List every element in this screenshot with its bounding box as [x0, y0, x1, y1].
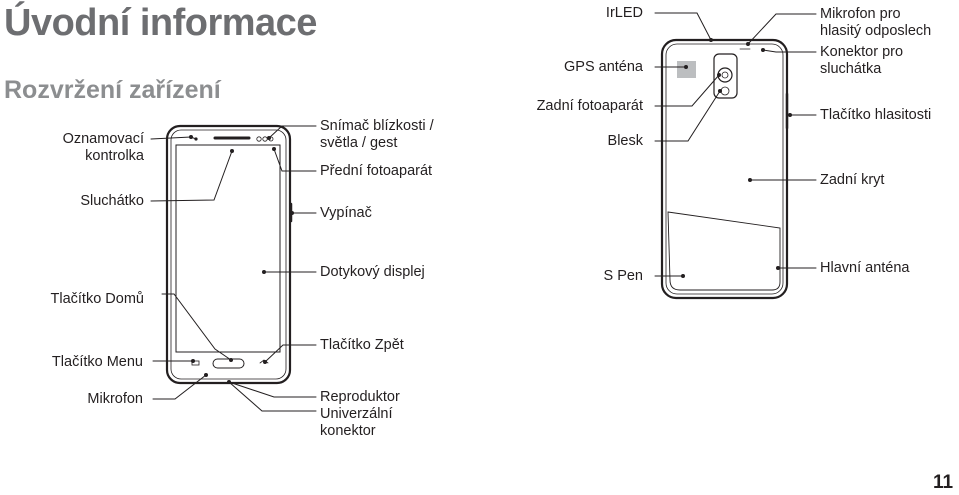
- label-touchscreen: Dotykový displej: [320, 264, 425, 280]
- label-irled: IrLED: [605, 5, 643, 21]
- label-speakerphone-mic: Mikrofon pro hlasitý odposlech: [820, 6, 932, 39]
- page-number: 11: [933, 472, 954, 493]
- label-volume-button: Tlačítko hlasitosti: [820, 107, 932, 123]
- label-menu-button: Tlačítko Menu: [51, 354, 143, 370]
- front-phone: [150, 124, 317, 412]
- label-headset-jack: Konektor pro sluchátka: [820, 44, 904, 77]
- label-earpiece: Sluchátko: [80, 193, 144, 209]
- label-main-antenna: Hlavní anténa: [820, 260, 910, 276]
- label-rear-camera: Zadní fotoaparát: [536, 98, 643, 114]
- label-speaker: Reproduktor: [320, 389, 400, 405]
- label-proximity-sensor: Snímač blízkosti / světla / gest: [320, 118, 434, 151]
- label-gps-antenna: GPS anténa: [564, 59, 643, 75]
- label-back-cover: Zadní kryt: [820, 172, 885, 188]
- section-subtitle: Rozvržení zařízení: [4, 76, 221, 104]
- back-phone: [654, 12, 817, 300]
- label-power-button: Vypínač: [320, 205, 372, 221]
- label-microphone: Mikrofon: [87, 391, 143, 407]
- label-back-button: Tlačítko Zpět: [320, 337, 404, 353]
- label-front-camera: Přední fotoaparát: [320, 163, 433, 179]
- label-multipurpose-jack: Univerzální konektor: [320, 406, 393, 439]
- label-notification-led: Oznamovací kontrolka: [62, 131, 144, 164]
- page-title: Úvodní informace: [4, 2, 317, 44]
- label-flash: Blesk: [607, 133, 643, 149]
- label-home-button: Tlačítko Domů: [50, 291, 144, 307]
- label-s-pen: S Pen: [603, 268, 644, 284]
